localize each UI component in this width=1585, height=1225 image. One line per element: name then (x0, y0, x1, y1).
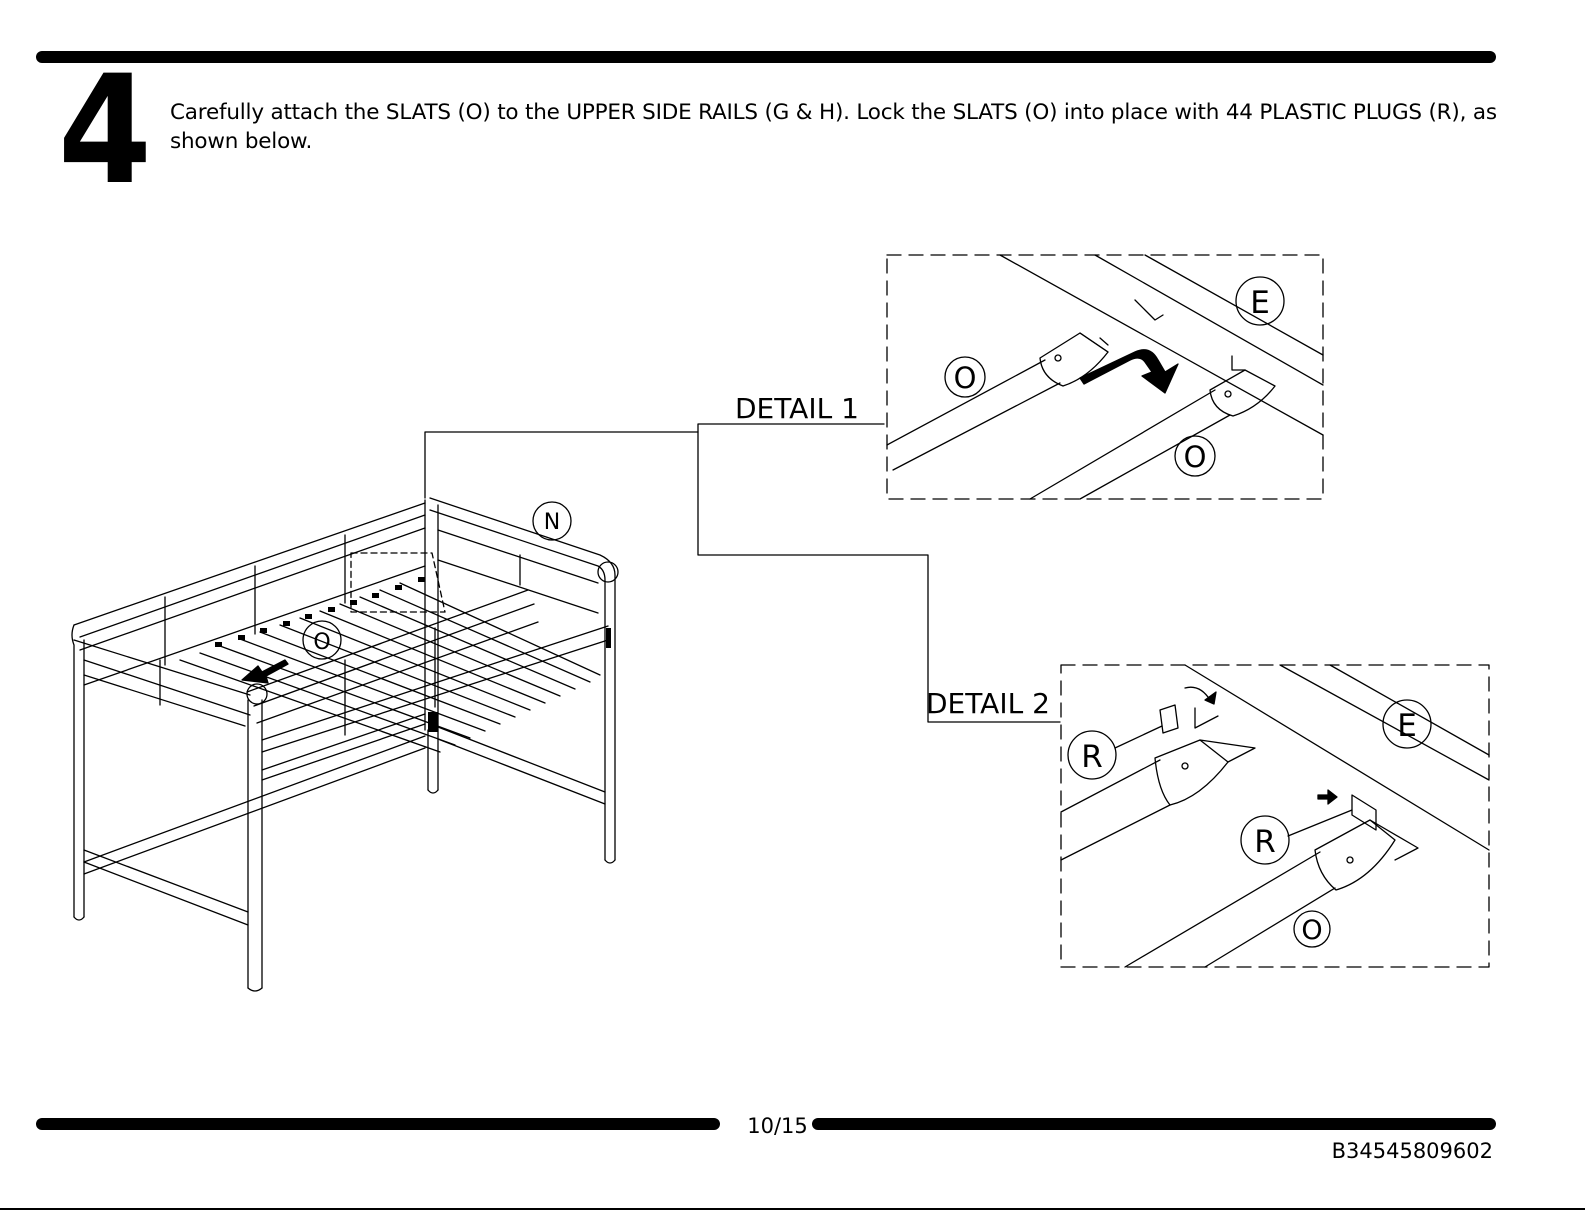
detail-2-label-plug-upper: R (1081, 739, 1103, 775)
document-code: B34545809602 (1332, 1138, 1493, 1164)
bottom-rule-right (812, 1118, 1496, 1130)
detail-2-label-rail-e: E (1397, 708, 1417, 744)
label-headboard-n: N (544, 510, 560, 535)
detail-2-title: DETAIL 2 (926, 687, 1050, 720)
bottom-edge-line (0, 1208, 1585, 1210)
detail-1-label-slat-lower: O (1184, 440, 1207, 474)
detail-1-label-slat-upper: O (954, 361, 977, 395)
detail-2-label-plug-lower: R (1254, 824, 1276, 860)
detail-1-title: DETAIL 1 (735, 392, 859, 425)
loft-bed-drawing (72, 498, 618, 991)
label-slat-o-main: O (313, 630, 330, 655)
detail-2-box (1061, 665, 1489, 967)
bottom-rule-left (36, 1118, 720, 1130)
detail-1-label-rail-e: E (1250, 285, 1270, 321)
detail-2-label-slat-o: O (1301, 915, 1322, 946)
